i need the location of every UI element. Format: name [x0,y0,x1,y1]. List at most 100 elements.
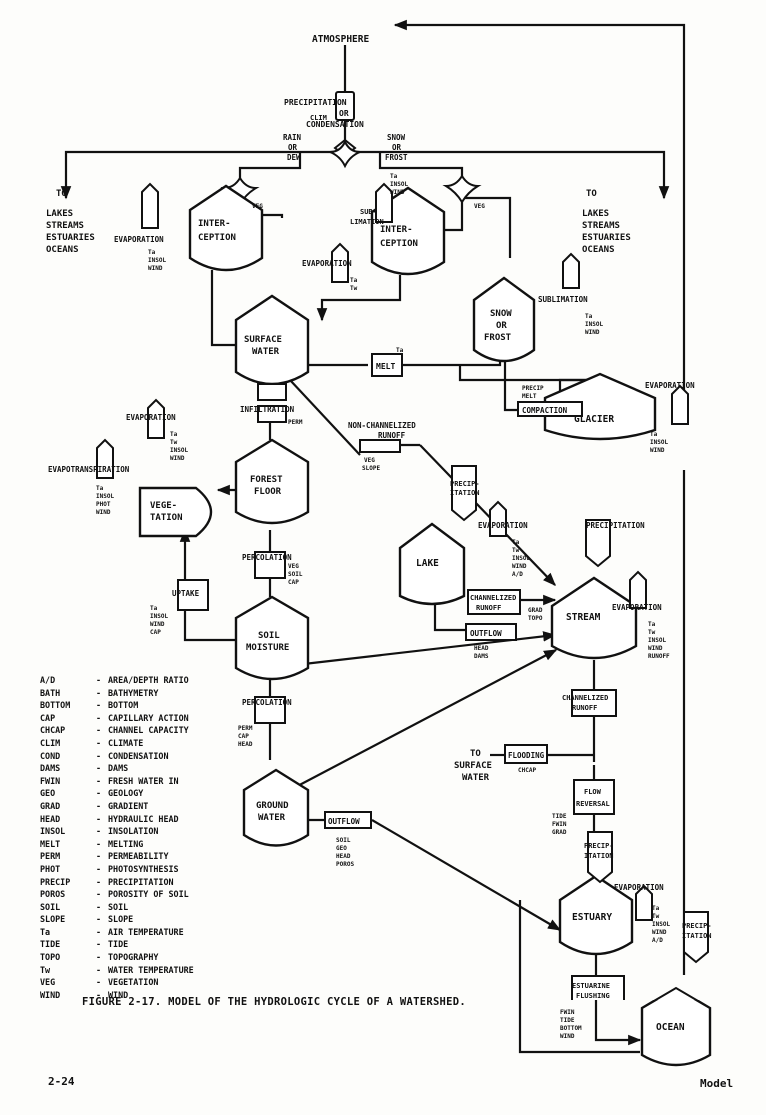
svg-text:ITATION: ITATION [682,932,712,940]
svg-text:Ta: Ta [96,485,104,492]
svg-text:INSOL: INSOL [512,555,530,562]
legend-abbreviation: PERM [40,851,61,862]
svg-text:WIND: WIND [150,621,165,628]
legend-meaning: GRADIENT [108,800,149,811]
legend-abbreviation: GEO [40,788,56,799]
svg-text:CAP: CAP [150,629,161,636]
legend-meaning: CLIMATE [108,737,144,748]
svg-text:OUTFLOW: OUTFLOW [328,817,360,826]
svg-text:INTER-: INTER- [198,219,231,229]
svg-text:EVAPORATION: EVAPORATION [645,381,695,390]
legend-abbreviation: DAMS [40,763,61,774]
legend-dash: - [96,926,102,937]
legend-meaning: PHOTOSYNTHESIS [108,863,179,874]
svg-text:LAKE: LAKE [416,558,439,569]
legend-abbreviation: TIDE [40,939,61,950]
svg-text:PRECIP-: PRECIP- [682,922,712,930]
legend-dash: - [96,800,102,811]
legend-row: TIDE-TIDE [40,938,194,951]
svg-text:OR: OR [288,143,298,152]
svg-text:EVAPORATION: EVAPORATION [302,259,352,268]
svg-text:LAKES: LAKES [582,209,609,219]
svg-text:STREAM: STREAM [566,612,601,623]
svg-text:EVAPORATION: EVAPORATION [126,413,176,422]
svg-text:ESTUARINE: ESTUARINE [572,982,610,990]
page-number: 2-24 [48,1075,75,1088]
rate-boxes [177,91,625,1000]
legend-abbreviation: CAP [40,712,56,723]
legend-row: BOTTOM-BOTTOM [40,699,194,712]
legend-meaning: AREA/DEPTH RATIO [108,675,189,685]
legend-dash: - [96,876,102,887]
legend-row: MELT-MELTING [40,838,194,851]
svg-text:OR: OR [339,109,349,118]
svg-text:INSOL: INSOL [652,921,670,928]
legend-meaning: SOIL [108,901,129,912]
svg-text:RUNOFF: RUNOFF [476,604,501,612]
atmosphere-label: ATMOSPHERE [312,34,369,45]
svg-text:SOIL: SOIL [288,571,303,578]
svg-text:PRECIP-: PRECIP- [584,842,614,850]
svg-text:WATER: WATER [252,347,280,357]
svg-text:Ta: Ta [148,249,156,256]
svg-text:A/D: A/D [512,571,523,578]
valve-symbols [220,138,482,206]
legend-abbreviation: VEG [40,977,56,988]
legend-meaning: INSOLATION [108,826,159,837]
legend-dash: - [96,838,102,849]
legend-abbreviation: HEAD [40,813,61,824]
legend-dash: - [96,687,102,698]
svg-text:OCEANS: OCEANS [582,245,615,255]
svg-text:SOIL: SOIL [336,837,351,844]
legend-meaning: VEGETATION [108,977,159,988]
svg-text:WATER: WATER [258,813,286,823]
svg-text:PRECIP: PRECIP [522,385,544,392]
legend-row: TOPO-TOPOGRAPHY [40,951,194,964]
svg-text:Ta: Ta [390,173,398,180]
legend-abbreviation: PRECIP [40,876,71,887]
legend-dash: - [96,952,102,963]
svg-text:RUNOFF: RUNOFF [378,431,406,440]
svg-text:EVAPORATION: EVAPORATION [614,883,664,892]
svg-text:TO: TO [470,749,481,759]
legend-dash: - [96,763,102,774]
legend-row: PERM-PERMEABILITY [40,850,194,863]
legend-abbreviation: INSOL [40,826,66,837]
svg-text:LIMATION: LIMATION [350,218,384,226]
svg-text:Tw: Tw [648,629,656,636]
svg-text:MELT: MELT [522,393,537,400]
veg-star-right [442,174,482,204]
svg-text:ITATION: ITATION [450,489,480,497]
svg-text:TO: TO [586,189,597,199]
legend-row: CHCAP-CHANNEL CAPACITY [40,724,194,737]
legend-dash: - [96,700,102,711]
legend-meaning: DAMS [108,763,129,774]
legend-dash: - [96,939,102,950]
legend-dash: - [96,851,102,862]
legend-row: GEO-GEOLOGY [40,787,194,800]
svg-text:OR: OR [392,143,402,152]
svg-text:PERM: PERM [238,725,253,732]
svg-text:TIDE: TIDE [552,813,567,820]
svg-text:CEPTION: CEPTION [198,233,236,243]
legend-dash: - [96,964,102,975]
svg-text:SURFACE: SURFACE [244,335,282,345]
legend-row: PRECIP-PRECIPITATION [40,876,194,889]
svg-text:RUNOFF: RUNOFF [648,653,670,660]
svg-text:CONDENSATION: CONDENSATION [306,120,364,129]
legend-meaning: CAPILLARY ACTION [108,712,189,723]
glacier-shape [543,372,657,441]
legend-dash: - [96,712,102,723]
svg-text:SUBLIMATION: SUBLIMATION [538,295,588,304]
svg-text:STREAMS: STREAMS [582,221,620,231]
svg-text:FOREST: FOREST [250,475,283,485]
svg-text:HEAD: HEAD [336,853,351,860]
svg-text:SLOPE: SLOPE [362,465,380,472]
legend-abbreviation: Tw [40,964,51,975]
legend-dash: - [96,737,102,748]
svg-text:VEG: VEG [252,203,263,210]
svg-text:Ta: Ta [350,277,358,284]
svg-text:Ta: Ta [650,431,658,438]
svg-text:UPTAKE: UPTAKE [172,589,200,598]
